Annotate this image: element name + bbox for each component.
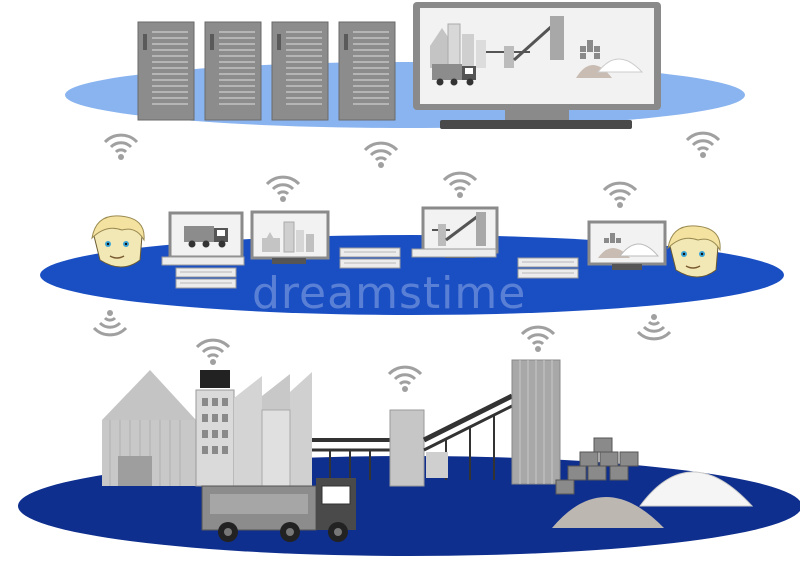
wifi-icon <box>602 181 638 210</box>
wifi-icon <box>387 365 423 394</box>
crate-stack-icon <box>555 437 639 495</box>
server-rack-icon <box>204 21 262 121</box>
tier-control-room: dreamstime <box>40 171 784 341</box>
wifi-icon <box>636 312 672 341</box>
antenna-box-icon <box>200 370 230 388</box>
warehouse-building-icon <box>102 370 196 486</box>
gravel-pile-icon <box>639 471 754 507</box>
watermark-text: dreamstime <box>252 268 526 319</box>
office-tower-icon <box>195 370 235 487</box>
dump-truck-icon <box>201 478 356 542</box>
wifi-icon <box>103 133 139 162</box>
conveyor-system-icon <box>312 393 514 487</box>
wifi-icon <box>520 325 556 354</box>
main-monitor-icon <box>413 2 661 129</box>
sand-pile-icon <box>552 497 664 528</box>
server-rack-icon <box>338 21 396 121</box>
silo-icon <box>389 409 425 487</box>
operator-avatar <box>667 225 721 278</box>
wifi-icon <box>265 175 301 204</box>
workstation-monitor-icon <box>168 211 244 263</box>
tall-silo-icon <box>511 359 561 485</box>
wifi-icon <box>195 338 231 367</box>
server-rack-icon <box>137 21 195 121</box>
workstation-monitor-icon <box>421 206 499 258</box>
wifi-icon <box>363 141 399 170</box>
factory-building-icon <box>234 372 312 487</box>
wifi-icon <box>685 131 721 160</box>
workstation-monitor-icon <box>587 220 667 270</box>
tier-data-center <box>65 2 745 170</box>
workstation-monitor-icon <box>250 210 330 264</box>
operator-avatar <box>91 215 145 268</box>
desk-panel <box>161 256 245 266</box>
wifi-icon <box>442 171 478 200</box>
tier-plant-floor <box>18 325 800 556</box>
desk-panel <box>411 248 497 258</box>
server-rack-icon <box>271 21 329 121</box>
wifi-icon <box>92 308 128 337</box>
